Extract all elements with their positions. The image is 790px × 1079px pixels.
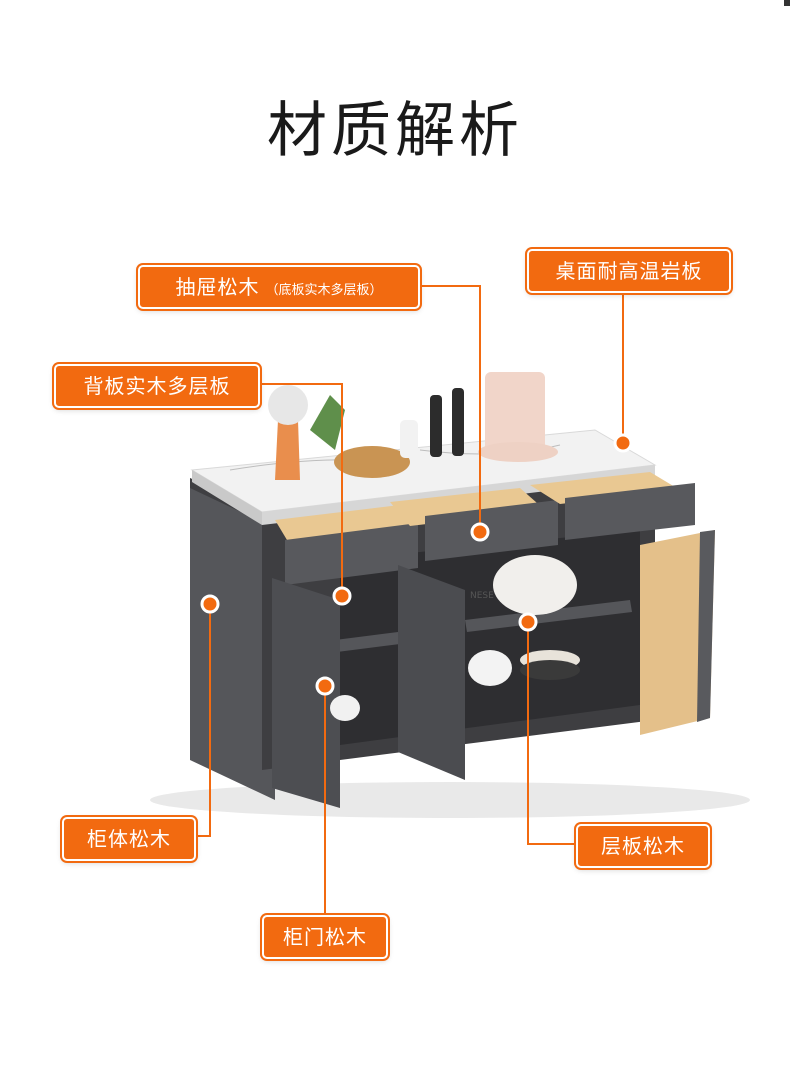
glass-jar: [400, 420, 418, 458]
kettle: [468, 650, 512, 686]
dot-body: [200, 594, 220, 614]
flower-bouquet: [310, 395, 345, 450]
cabinet-side-panel: [190, 478, 275, 800]
dot-back: [332, 586, 352, 606]
door-left: [272, 578, 340, 808]
line-back: [258, 383, 343, 596]
figurine-head: [268, 385, 308, 425]
drawer-mid-front: [425, 500, 558, 561]
figurine-body: [275, 420, 300, 480]
shelf-right: [465, 600, 632, 632]
shelf-left: [335, 632, 400, 652]
label-drawer-main: 抽屉松木: [175, 275, 260, 299]
page-title: 材质解析: [267, 96, 523, 166]
dot-drawer: [470, 522, 490, 542]
bread-basket: [334, 446, 410, 478]
pot: [330, 695, 360, 721]
dot-door: [315, 676, 335, 696]
bottle-1: [430, 395, 442, 457]
label-top: 桌面耐高温岩板: [527, 249, 731, 293]
drawer-right-front: [565, 483, 695, 540]
dot-shelf: [518, 612, 538, 632]
drawer-left-front: [285, 523, 418, 585]
line-body: [195, 604, 211, 837]
drawer-left-box: [275, 505, 415, 545]
label-drawer: 抽屉松木 （底板实木多层板）: [138, 265, 420, 309]
label-door: 柜门松木: [262, 915, 388, 959]
coffee-machine: [485, 372, 545, 454]
drawer-right-box: [530, 472, 680, 504]
line-shelf: [527, 622, 576, 845]
appliance-text: NESE: [470, 591, 494, 601]
rice-cooker: [493, 555, 577, 615]
door-middle: [398, 565, 465, 780]
label-body: 柜体松木: [62, 817, 196, 861]
corner-mark: [784, 0, 790, 6]
dot-top: [613, 433, 633, 453]
label-shelf: 层板松木: [576, 824, 710, 868]
door-right-inner: [640, 530, 715, 735]
line-drawer: [418, 285, 481, 532]
bottle-2: [452, 388, 464, 456]
label-drawer-sub: （底板实木多层板）: [265, 283, 383, 298]
label-back: 背板实木多层板: [54, 364, 260, 408]
